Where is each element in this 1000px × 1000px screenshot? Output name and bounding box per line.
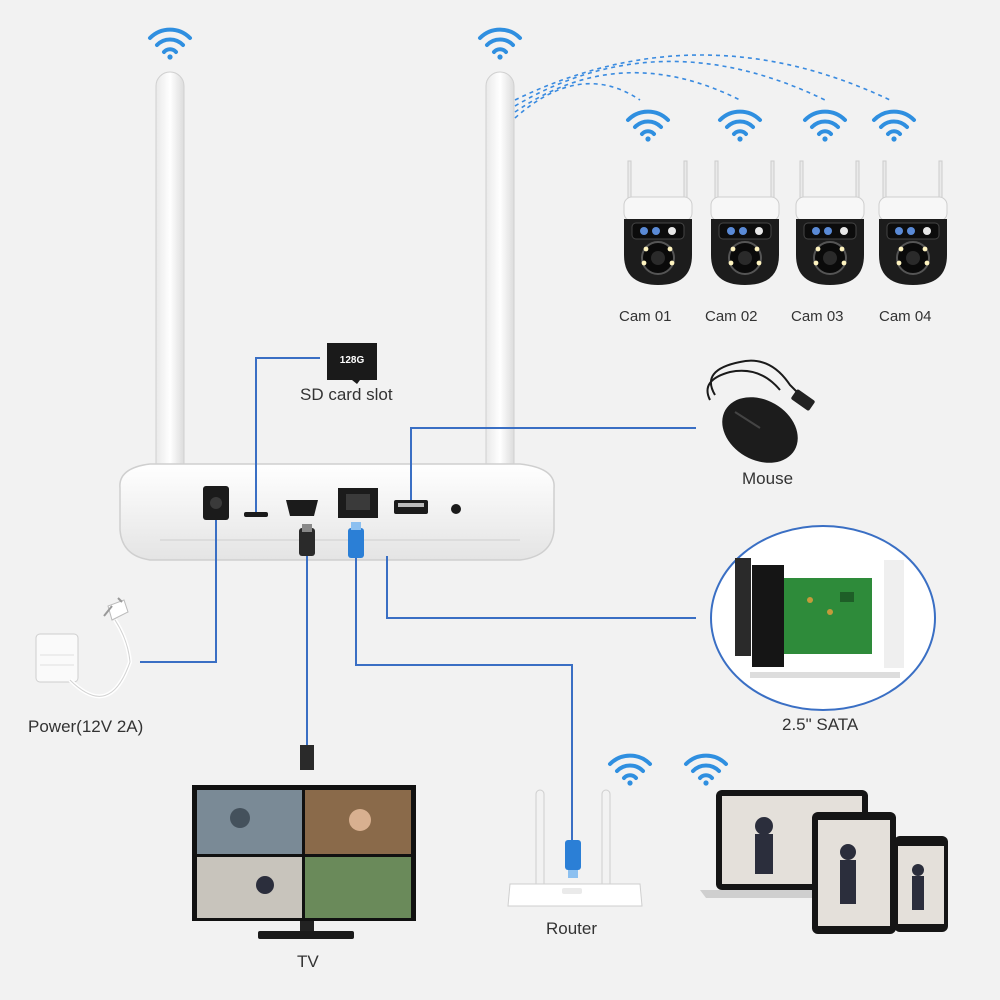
ethernet-line [355,558,573,840]
camera-2 [710,109,780,286]
wifi-icon [684,753,728,788]
camera-3 [795,109,865,286]
tablet-icon [812,812,896,934]
camera-label-3: Cam 03 [791,308,844,325]
camera-label-1: Cam 01 [619,308,672,325]
usb-port [394,500,428,514]
wireless-signal-arcs [514,54,891,119]
camera-label-4: Cam 04 [879,308,932,325]
mouse-icon [706,359,815,463]
ethernet-port [338,488,378,518]
tv-label: TV [297,952,319,971]
wifi-icon [148,27,192,62]
wifi-icon [608,753,652,788]
wifi-icon [718,109,762,144]
sd-card-slot-label: SD card slot [300,385,393,404]
power-label: Power(12V 2A) [28,717,144,736]
router-icon [507,753,652,907]
wifi-icon [872,109,916,144]
ethernet-plug [348,522,364,558]
sata-drive-zoom [710,525,936,711]
wifi-icon [626,109,670,144]
hdmi-port [286,500,318,516]
camera-1 [623,109,693,286]
power-line [140,520,217,663]
sd-card-line [255,357,320,512]
reset-button [451,504,461,514]
sd-card-icon [327,343,377,384]
wifi-icon [803,109,847,144]
dc-power-port [203,486,229,520]
router-label: Router [546,919,598,938]
tv-icon [192,745,416,939]
power-adapter-icon [35,597,133,699]
nvr-device [119,463,555,561]
sd-card-capacity: 128G [340,355,365,366]
connection-lines [140,357,696,840]
camera-label-2: Cam 02 [705,308,758,325]
sata-line [386,556,696,619]
antenna-right [485,71,515,513]
phone-icon [894,836,948,932]
mouse-label: Mouse [742,469,794,488]
antenna-left [155,71,185,513]
sd-card-port [244,512,268,517]
sata-label: 2.5" SATA [782,715,859,734]
camera-4 [872,109,948,286]
usb-line [410,427,696,500]
wifi-icon [478,27,522,62]
hdmi-plug [299,524,315,556]
